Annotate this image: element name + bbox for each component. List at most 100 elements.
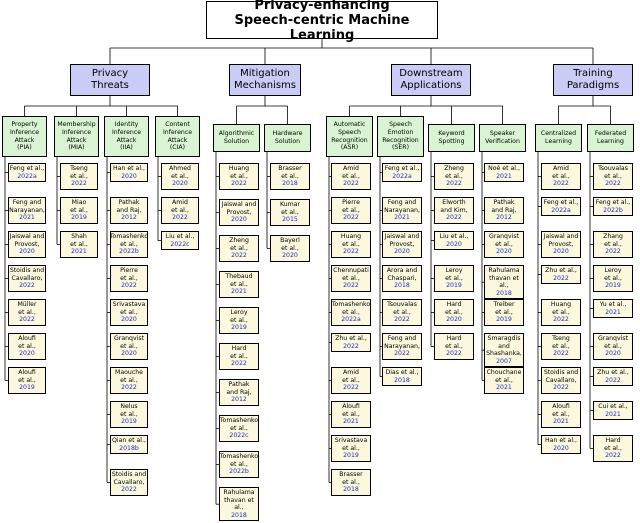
leaf-year-link[interactable]: 2022 <box>121 282 137 290</box>
leaf-year-link[interactable]: 2021 <box>496 384 512 392</box>
leaf-authors: Leroy et al., <box>604 267 622 282</box>
leaf-year-link[interactable]: 2022 <box>446 350 462 358</box>
subcategory-iia: Identity Inference Attack (IIA) <box>104 116 149 157</box>
leaf-year-link[interactable]: 2022 <box>343 282 359 290</box>
leaf-year-link[interactable]: 2020 <box>605 350 621 358</box>
leaf-year-link[interactable]: 2020 <box>121 316 137 324</box>
leaf-year-link[interactable]: 2022 <box>121 486 137 494</box>
leaf-year-link[interactable]: 2020 <box>446 316 462 324</box>
leaf-year-link[interactable]: 2022 <box>343 214 359 222</box>
leaf-year-link[interactable]: 2019 <box>343 452 359 460</box>
leaf-year-link[interactable]: 2015 <box>282 216 298 224</box>
leaf-year-link[interactable]: 2022c <box>170 240 190 248</box>
leaf-year-link[interactable]: 2022 <box>394 316 410 324</box>
subcategory-label: Speaker Verification <box>485 130 520 145</box>
subcategory-label: Hardware Solution <box>272 130 303 145</box>
leaf-year-link[interactable]: 2022 <box>231 252 247 260</box>
leaf-citation: Jaiswal and Provost,2020 <box>541 231 581 258</box>
leaf-year-link[interactable]: 2020 <box>19 350 35 358</box>
leaf-authors: Leroy et al., <box>445 267 463 282</box>
leaf-year-link[interactable]: 2022 <box>446 214 462 222</box>
leaf-year-link[interactable]: 2022 <box>172 214 188 222</box>
leaf-year-link[interactable]: 2022 <box>343 342 359 350</box>
leaf-year-link[interactable]: 2022 <box>231 180 247 188</box>
leaf-authors: Chouchane et al., <box>486 369 522 384</box>
leaf-year-link[interactable]: 2021 <box>605 410 621 418</box>
leaf-year-link[interactable]: 2022 <box>394 350 410 358</box>
leaf-year-link[interactable]: 2022a <box>17 172 37 180</box>
leaf-year-link[interactable]: 2012 <box>121 214 137 222</box>
leaf-year-link[interactable]: 2020 <box>282 252 298 260</box>
leaf-citation: Ahmed et al.,2020 <box>161 163 199 190</box>
leaf-year-link[interactable]: 2022 <box>231 360 247 368</box>
leaf-year-link[interactable]: 2022 <box>121 384 137 392</box>
leaf-citation: Smaragdis and Shashanka,2007 <box>484 333 524 368</box>
leaf-year-link[interactable]: 2022 <box>553 350 569 358</box>
leaf-year-link[interactable]: 2022 <box>553 180 569 188</box>
leaf-year-link[interactable]: 2018 <box>343 486 359 494</box>
leaf-year-link[interactable]: 2019 <box>605 282 621 290</box>
leaf-year-link[interactable]: 2022 <box>19 282 35 290</box>
leaf-year-link[interactable]: 2021 <box>394 214 410 222</box>
leaf-year-link[interactable]: 2012 <box>231 396 247 404</box>
leaf-year-link[interactable]: 2019 <box>71 214 87 222</box>
leaf-year-link[interactable]: 2022 <box>343 384 359 392</box>
leaf-year-link[interactable]: 2020 <box>446 240 462 248</box>
leaf-year-link[interactable]: 2022b <box>603 206 623 214</box>
leaf-year-link[interactable]: 2019 <box>19 384 35 392</box>
leaf-year-link[interactable]: 2022 <box>71 180 87 188</box>
leaf-year-link[interactable]: 2022 <box>605 452 621 460</box>
leaf-year-link[interactable]: 2022 <box>19 316 35 324</box>
leaf-year-link[interactable]: 2022b <box>119 248 139 256</box>
leaf-year-link[interactable]: 2020 <box>172 180 188 188</box>
leaf-citation: Shah et al.,2021 <box>60 231 98 258</box>
leaf-year-link[interactable]: 2018 <box>496 289 512 297</box>
leaf-year-link[interactable]: 2019 <box>121 418 137 426</box>
leaf-year-link[interactable]: 2019 <box>496 316 512 324</box>
leaf-year-link[interactable]: 2021 <box>343 418 359 426</box>
leaf-year-link[interactable]: 2018b <box>119 444 139 452</box>
leaf-year-link[interactable]: 2022 <box>553 316 569 324</box>
leaf-citation: Huang et al.,2022 <box>541 299 581 326</box>
leaf-year-link[interactable]: 2021 <box>231 288 247 296</box>
leaf-year-link[interactable]: 2022 <box>605 248 621 256</box>
leaf-year-link[interactable]: 2020 <box>553 248 569 256</box>
leaf-year-link[interactable]: 2022 <box>553 384 569 392</box>
leaf-year-link[interactable]: 2022a <box>341 316 361 324</box>
leaf-year-link[interactable]: 2021 <box>553 418 569 426</box>
leaf-authors: Tseng et al., <box>552 335 570 350</box>
leaf-year-link[interactable]: 2022 <box>605 376 621 384</box>
leaf-citation: Tomashenko et al.,2022c <box>219 415 259 442</box>
leaf-year-link[interactable]: 2022 <box>605 180 621 188</box>
leaf-year-link[interactable]: 2020 <box>121 172 137 180</box>
leaf-year-link[interactable]: 2020 <box>231 216 247 224</box>
leaf-year-link[interactable]: 2022 <box>553 274 569 282</box>
leaf-year-link[interactable]: 2018 <box>231 511 247 519</box>
leaf-year-link[interactable]: 2018 <box>394 282 410 290</box>
leaf-year-link[interactable]: 2020 <box>394 248 410 256</box>
leaf-year-link[interactable]: 2022a <box>551 206 571 214</box>
leaf-year-link[interactable]: 2018 <box>394 376 410 384</box>
leaf-year-link[interactable]: 2012 <box>496 214 512 222</box>
leaf-year-link[interactable]: 2021 <box>19 214 35 222</box>
leaf-year-link[interactable]: 2007 <box>496 357 512 365</box>
subcategory-central: Centralized Learning <box>535 124 582 152</box>
leaf-year-link[interactable]: 2022c <box>229 432 249 440</box>
leaf-year-link[interactable]: 2020 <box>553 444 569 452</box>
leaf-year-link[interactable]: 2020 <box>19 248 35 256</box>
leaf-year-link[interactable]: 2022 <box>446 180 462 188</box>
leaf-year-link[interactable]: 2019 <box>446 282 462 290</box>
leaf-citation: Pathak and Raj,2012 <box>219 379 259 406</box>
leaf-year-link[interactable]: 2021 <box>496 172 512 180</box>
leaf-year-link[interactable]: 2021 <box>605 308 621 316</box>
leaf-year-link[interactable]: 2020 <box>121 350 137 358</box>
leaf-year-link[interactable]: 2021 <box>71 248 87 256</box>
leaf-year-link[interactable]: 2022b <box>229 468 249 476</box>
leaf-authors: Jaiswal and Provost, <box>543 233 579 248</box>
leaf-year-link[interactable]: 2018 <box>282 180 298 188</box>
leaf-year-link[interactable]: 2022 <box>343 180 359 188</box>
leaf-year-link[interactable]: 2022a <box>392 172 412 180</box>
leaf-year-link[interactable]: 2019 <box>231 324 247 332</box>
leaf-year-link[interactable]: 2022 <box>343 248 359 256</box>
leaf-year-link[interactable]: 2020 <box>496 248 512 256</box>
